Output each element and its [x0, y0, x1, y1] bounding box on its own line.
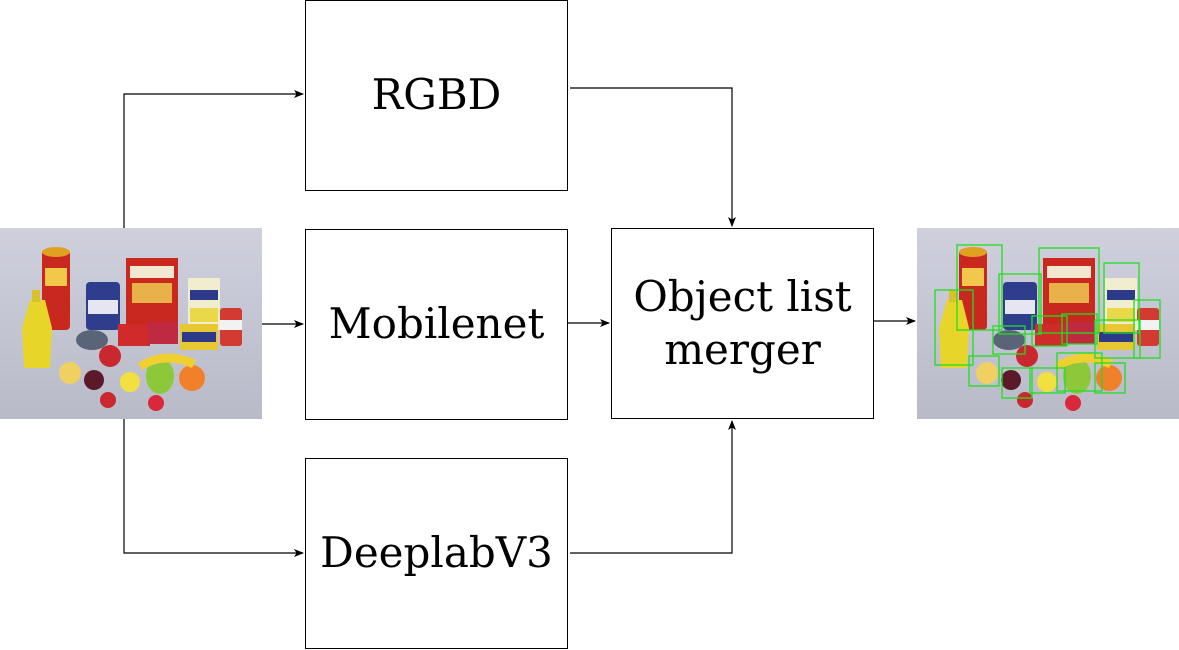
arrow-rgbd-to-merger — [570, 87, 736, 227]
deeplabv3-label: DeeplabV3 — [320, 528, 553, 578]
mobilenet-label: Mobilenet — [328, 299, 545, 349]
object-list-merger-box: Object list merger — [611, 228, 874, 419]
arrow-deeplab-to-merger — [570, 420, 736, 554]
arrow-input-to-rgbd — [123, 90, 304, 228]
mobilenet-box: Mobilenet — [305, 229, 568, 420]
merger-label-line1: Object list — [633, 272, 852, 321]
deeplabv3-box: DeeplabV3 — [305, 458, 568, 649]
output-image — [917, 228, 1179, 419]
rgbd-label: RGBD — [371, 70, 502, 120]
arrow-input-to-deeplab — [123, 419, 304, 557]
detection-boxes — [934, 244, 1161, 399]
input-image — [0, 228, 262, 419]
rgbd-box: RGBD — [305, 0, 568, 191]
merger-label-line2: merger — [664, 324, 821, 374]
